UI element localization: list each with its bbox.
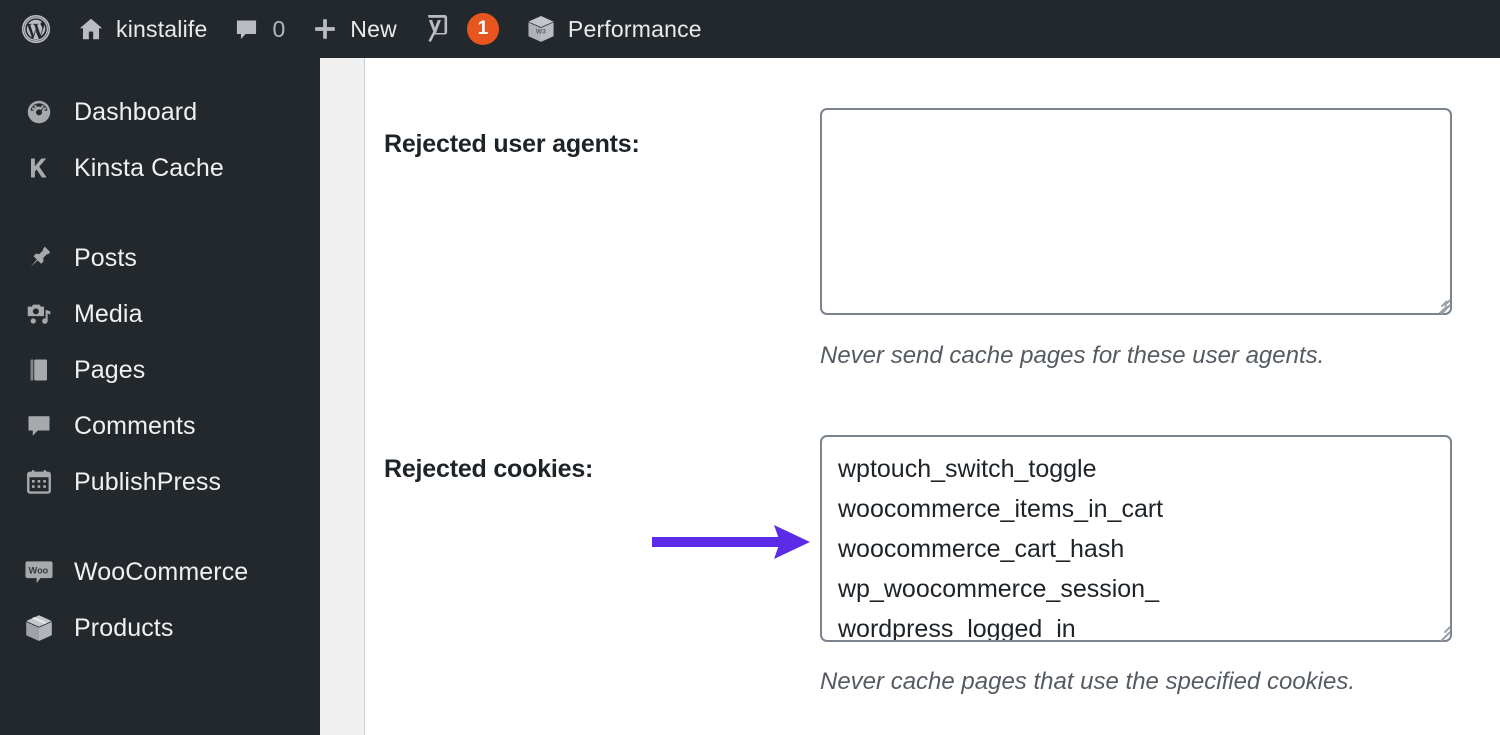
wordpress-logo-icon	[21, 14, 51, 44]
admin-sidebar-menu: Dashboard Kinsta Cache Posts	[0, 58, 320, 735]
sidebar-item-dashboard[interactable]: Dashboard	[0, 84, 320, 140]
calendar-icon	[18, 467, 60, 497]
rejected-user-agents-textarea[interactable]	[820, 108, 1452, 315]
resize-grip-icon[interactable]	[1429, 293, 1448, 313]
comment-bubble-icon	[233, 16, 260, 43]
sidebar-item-kinsta-cache[interactable]: Kinsta Cache	[0, 140, 320, 196]
sidebar-item-label: Kinsta Cache	[74, 153, 224, 182]
sidebar-item-products[interactable]: Products	[0, 600, 320, 656]
adminbar-new-content[interactable]: New	[298, 0, 410, 58]
admin-bar: kinstalife 0 New 1	[0, 0, 1500, 58]
yoast-notification-badge[interactable]: 1	[466, 13, 499, 45]
yoast-seo-icon	[423, 13, 453, 45]
rejected-user-agents-label: Rejected user agents:	[384, 130, 640, 158]
sidebar-item-label: Products	[74, 613, 174, 642]
adminbar-yoast-seo[interactable]: 1	[410, 0, 512, 58]
pages-icon	[18, 355, 60, 385]
sidebar-item-label: Comments	[74, 411, 196, 440]
svg-text:Woo: Woo	[29, 566, 49, 576]
rejected-cookies-help: Never cache pages that use the specified…	[820, 668, 1355, 695]
sidebar-item-label: Pages	[74, 355, 146, 384]
pin-icon	[18, 243, 60, 273]
sidebar-separator	[0, 510, 320, 544]
adminbar-wordpress-logo[interactable]	[8, 0, 64, 58]
comment-bubble-icon	[18, 411, 60, 441]
sidebar-item-media[interactable]: Media	[0, 286, 320, 342]
media-camera-note-icon	[18, 299, 60, 329]
adminbar-performance[interactable]: W3 Performance	[512, 0, 715, 58]
kinsta-k-icon	[18, 153, 60, 183]
sidebar-item-pages[interactable]: Pages	[0, 342, 320, 398]
sidebar-separator	[0, 196, 320, 230]
product-box-icon	[18, 612, 60, 644]
sidebar-item-publishpress[interactable]: PublishPress	[0, 454, 320, 510]
rejected-user-agents-help: Never send cache pages for these user ag…	[820, 342, 1325, 369]
woocommerce-icon: Woo	[18, 556, 60, 588]
dashboard-gauge-icon	[18, 97, 60, 127]
adminbar-new-label: New	[350, 15, 397, 42]
content-gutter	[320, 58, 365, 735]
adminbar-comment-count: 0	[272, 15, 286, 42]
settings-content-area: Rejected user agents: Never send cache p…	[366, 58, 1500, 735]
sidebar-item-label: Dashboard	[74, 97, 198, 126]
adminbar-comments[interactable]: 0	[220, 0, 298, 58]
sidebar-item-woocommerce[interactable]: Woo WooCommerce	[0, 544, 320, 600]
sidebar-item-label: Media	[74, 299, 143, 328]
rejected-cookies-label: Rejected cookies:	[384, 455, 594, 483]
sidebar-item-label: Posts	[74, 243, 138, 272]
adminbar-site-name[interactable]: kinstalife	[64, 0, 220, 58]
adminbar-performance-label: Performance	[567, 15, 702, 42]
w3-total-cache-cube-icon: W3	[525, 13, 557, 45]
sidebar-item-label: WooCommerce	[74, 557, 249, 586]
sidebar-item-comments[interactable]: Comments	[0, 398, 320, 454]
home-icon	[77, 15, 105, 43]
sidebar-item-label: PublishPress	[74, 467, 222, 496]
sidebar-item-posts[interactable]: Posts	[0, 230, 320, 286]
rejected-cookies-textarea[interactable]: wptouch_switch_toggle woocommerce_items_…	[820, 435, 1452, 642]
plus-icon	[311, 15, 339, 43]
adminbar-site-name-label: kinstalife	[116, 15, 208, 42]
svg-text:W3: W3	[536, 28, 546, 35]
